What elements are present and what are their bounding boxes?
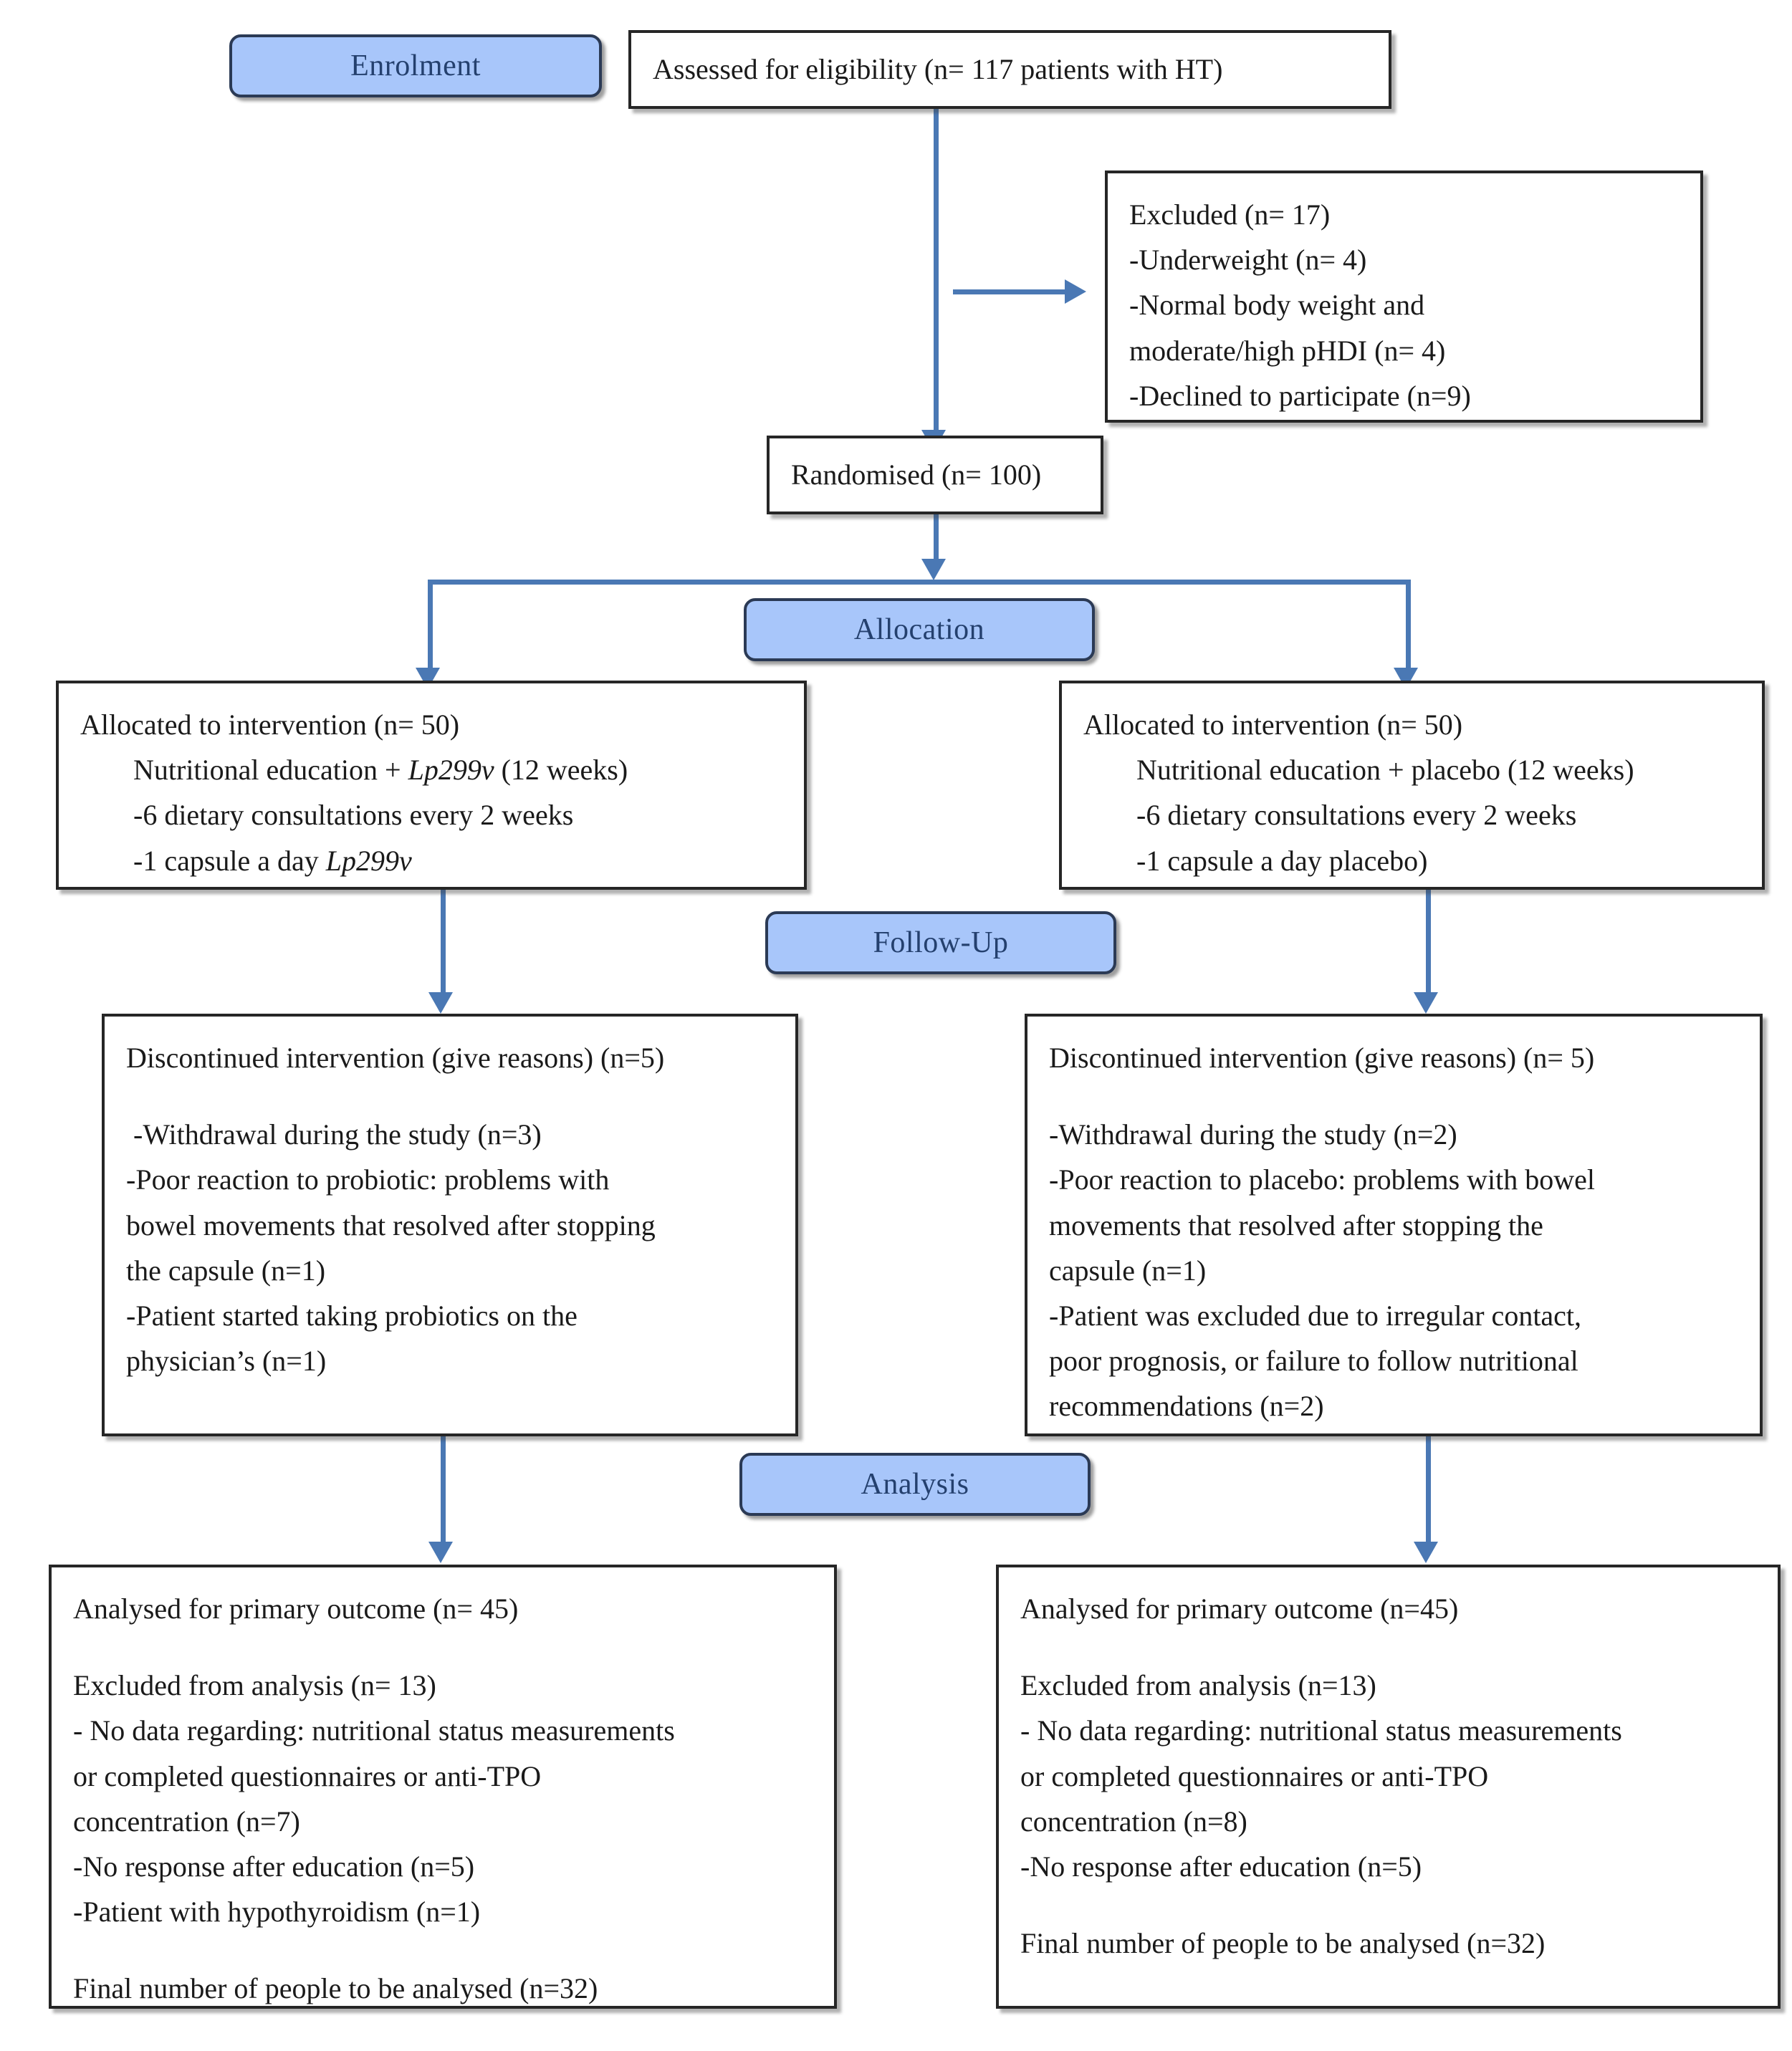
box-allocated-left: Allocated to intervention (n= 50) Nutrit… (56, 681, 807, 890)
allocated-left-bullet-1: -6 dietary consultations every 2 weeks (133, 799, 574, 832)
box-discontinued-left: Discontinued intervention (give reasons)… (102, 1014, 798, 1436)
analysed-right-primary: Analysed for primary outcome (n=45) (1020, 1593, 1459, 1625)
discontinued-right-reason-6: poor prognosis, or failure to follow nut… (1049, 1345, 1578, 1378)
discontinued-right-reason-2: -Poor reaction to placebo: problems with… (1049, 1163, 1596, 1196)
arrowhead-left-followup (428, 992, 453, 1014)
analysed-right-excluded-3: concentration (n=8) (1020, 1805, 1247, 1838)
discontinued-right-heading: Discontinued intervention (give reasons)… (1049, 1042, 1595, 1074)
stage-badge-enrolment: Enrolment (229, 34, 602, 97)
analysed-left-final: Final number of people to be analysed (n… (73, 1972, 598, 2005)
discontinued-right-reason-1: -Withdrawal during the study (n=2) (1049, 1118, 1457, 1151)
discontinued-left-reason-1: -Withdrawal during the study (n=3) (126, 1118, 542, 1151)
analysed-right-spacer-1 (1020, 1631, 1756, 1663)
stage-badge-analysis-label: Analysis (861, 1468, 969, 1501)
allocated-left-bullet-2-pre: -1 capsule a day (133, 844, 326, 877)
connector-assessed-to-randomised (934, 109, 939, 435)
allocated-right-bullet-1: -6 dietary consultations every 2 weeks (1136, 799, 1577, 832)
allocated-right-bullet-2: -1 capsule a day placebo) (1136, 844, 1428, 877)
stage-badge-followup-label: Follow-Up (873, 926, 1009, 959)
arrowhead-right-analysis (1414, 1542, 1438, 1563)
discontinued-left-spacer (126, 1080, 774, 1112)
analysed-right-excluded-1: - No data regarding: nutritional status … (1020, 1714, 1622, 1747)
discontinued-left-reason-6: physician’s (n=1) (126, 1345, 327, 1378)
discontinued-left-reason-5: -Patient started taking probiotics on th… (126, 1299, 578, 1332)
discontinued-right-reason-5: -Patient was excluded due to irregular c… (1049, 1299, 1582, 1332)
allocated-left-intervention: Nutritional education + Lp299v (12 weeks… (80, 747, 782, 792)
connector-right-followup-to-analysis (1426, 1436, 1431, 1547)
stage-badge-allocation-label: Allocation (853, 613, 985, 646)
analysed-left-excluded-5: -Patient with hypothyroidism (n=1) (73, 1896, 481, 1928)
analysed-right-excluded-2: or completed questionnaires or anti-TPO (1020, 1759, 1489, 1792)
box-randomised: Randomised (n= 100) (767, 436, 1103, 514)
stage-badge-analysis: Analysis (739, 1453, 1091, 1516)
allocated-left-intervention-post: (12 weeks) (494, 754, 628, 787)
box-allocated-right: Allocated to intervention (n= 50) Nutrit… (1059, 681, 1765, 890)
stage-badge-enrolment-label: Enrolment (350, 49, 481, 82)
excluded-reason-1: -Underweight (n= 4) (1129, 244, 1367, 277)
allocated-left-bullet-2: -1 capsule a day Lp299v (80, 838, 782, 883)
discontinued-right-spacer (1049, 1080, 1738, 1112)
arrowhead-assessed-to-excluded (1065, 279, 1086, 304)
connector-split-to-left-allocation (428, 580, 433, 673)
assessed-text: Assessed for eligibility (n= 117 patient… (653, 53, 1223, 86)
discontinued-left-reason-3: bowel movements that resolved after stop… (126, 1209, 656, 1241)
arrowhead-left-analysis (428, 1542, 453, 1563)
analysed-left-spacer-1 (73, 1631, 813, 1663)
allocated-right-heading: Allocated to intervention (n= 50) (1083, 709, 1463, 741)
analysed-right-spacer-2 (1020, 1889, 1756, 1921)
analysed-left-excluded-1: - No data regarding: nutritional status … (73, 1714, 675, 1747)
analysed-left-spacer-2 (73, 1934, 813, 1966)
discontinued-right-reason-4: capsule (n=1) (1049, 1254, 1207, 1287)
allocated-left-strain: Lp299v (408, 754, 494, 787)
connector-left-followup-to-analysis (441, 1436, 446, 1547)
discontinued-right-reason-3: movements that resolved after stopping t… (1049, 1209, 1543, 1241)
allocated-left-bullet-2-strain: Lp299v (325, 844, 412, 877)
connector-randomised-to-split (934, 514, 939, 563)
box-discontinued-right: Discontinued intervention (give reasons)… (1025, 1014, 1763, 1436)
allocation-split-bar (428, 580, 1411, 585)
analysed-left-excluded-heading: Excluded from analysis (n= 13) (73, 1669, 436, 1702)
excluded-reason-2: -Normal body weight and (1129, 289, 1425, 322)
box-excluded: Excluded (n= 17) -Underweight (n= 4) -No… (1105, 170, 1703, 423)
analysed-right-excluded-4: -No response after education (n=5) (1020, 1850, 1422, 1883)
allocated-right-intervention: Nutritional education + placebo (12 week… (1136, 754, 1634, 787)
excluded-heading: Excluded (n= 17) (1129, 198, 1331, 231)
box-analysed-right: Analysed for primary outcome (n=45) Excl… (996, 1565, 1781, 2009)
analysed-left-primary: Analysed for primary outcome (n= 45) (73, 1593, 519, 1625)
randomised-text: Randomised (n= 100) (791, 458, 1042, 491)
discontinued-left-heading: Discontinued intervention (give reasons)… (126, 1042, 665, 1074)
excluded-reason-3: moderate/high pHDI (n= 4) (1129, 334, 1446, 367)
analysed-left-excluded-3: concentration (n=7) (73, 1805, 300, 1838)
discontinued-left-reason-4: the capsule (n=1) (126, 1254, 326, 1287)
box-analysed-left: Analysed for primary outcome (n= 45) Exc… (49, 1565, 837, 2009)
connector-left-allocation-to-followup (441, 890, 446, 997)
allocated-left-heading: Allocated to intervention (n= 50) (80, 709, 460, 741)
stage-badge-followup: Follow-Up (765, 911, 1116, 974)
stage-badge-allocation: Allocation (744, 598, 1095, 661)
discontinued-left-reason-2: -Poor reaction to probiotic: problems wi… (126, 1163, 610, 1196)
box-assessed-for-eligibility: Assessed for eligibility (n= 117 patient… (628, 30, 1391, 109)
arrowhead-right-followup (1414, 992, 1438, 1014)
analysed-right-final: Final number of people to be analysed (n… (1020, 1927, 1546, 1960)
arrowhead-randomised-to-split (921, 559, 946, 580)
connector-split-to-right-allocation (1406, 580, 1411, 673)
analysed-left-excluded-4: -No response after education (n=5) (73, 1850, 475, 1883)
analysed-left-excluded-2: or completed questionnaires or anti-TPO (73, 1759, 542, 1792)
connector-assessed-to-excluded (953, 289, 1069, 294)
excluded-reason-4: -Declined to participate (n=9) (1129, 379, 1471, 412)
allocated-left-intervention-pre: Nutritional education + (133, 754, 408, 787)
connector-right-allocation-to-followup (1426, 890, 1431, 997)
discontinued-right-reason-7: recommendations (n=2) (1049, 1390, 1324, 1423)
analysed-right-excluded-heading: Excluded from analysis (n=13) (1020, 1669, 1376, 1702)
